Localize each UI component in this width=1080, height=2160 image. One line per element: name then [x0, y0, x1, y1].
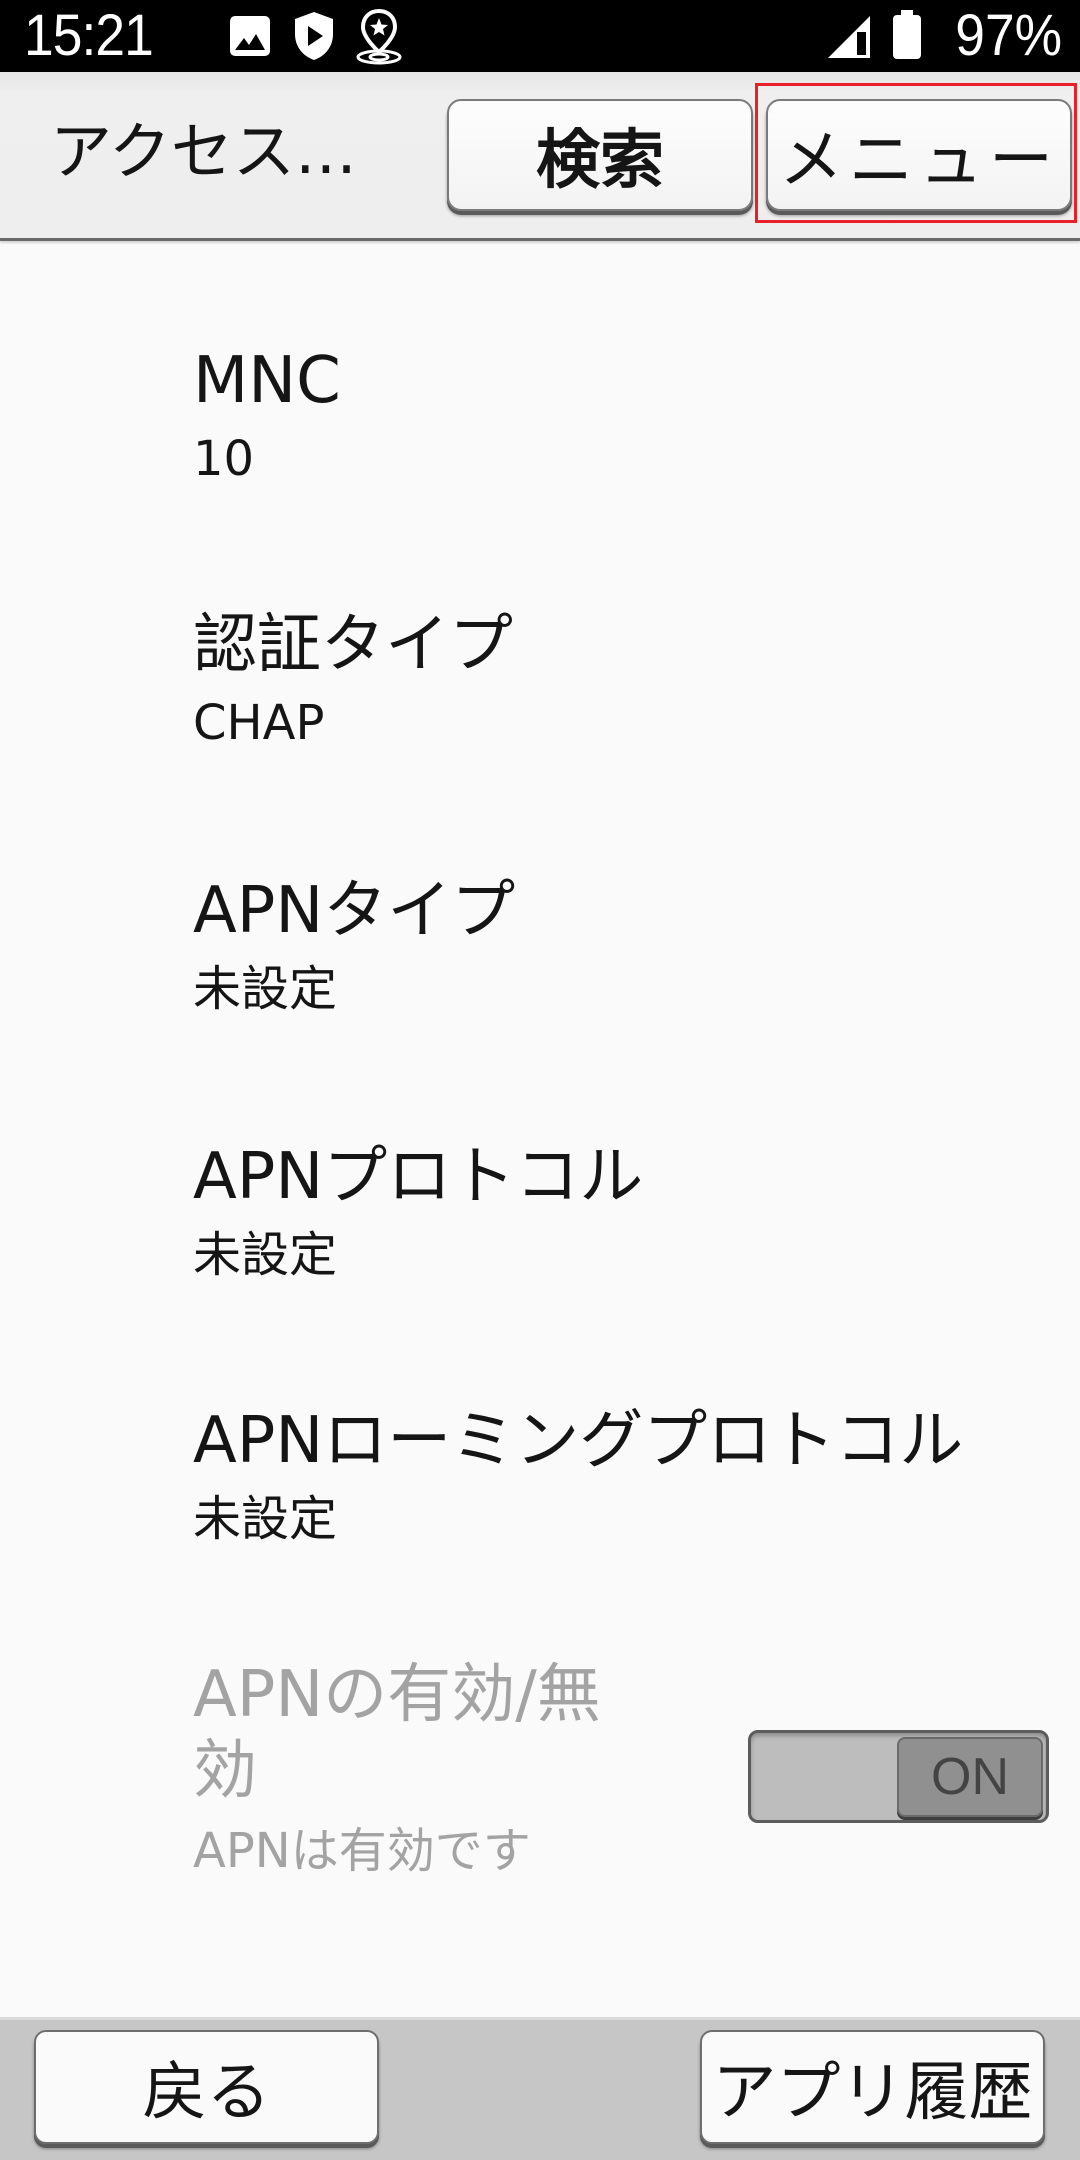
- item-summary: 未設定: [193, 1227, 338, 1283]
- item-title-line1: APNの有効/無: [193, 1658, 601, 1732]
- apn-settings-list[interactable]: MNC 10 認証タイプ CHAP APNタイプ 未設定 APNプロトコル 未設…: [0, 241, 1080, 2017]
- shield-play-icon: [295, 12, 333, 60]
- search-button[interactable]: 検索: [447, 99, 753, 211]
- page-title: アクセス…: [50, 115, 357, 188]
- battery-percent: 97%: [955, 3, 1062, 68]
- app-history-button[interactable]: アプリ履歴: [700, 2030, 1045, 2144]
- item-title: APNローミングプロトコル: [193, 1404, 964, 1478]
- item-title: 認証タイプ: [193, 608, 513, 682]
- list-item-mnc[interactable]: MNC 10: [0, 343, 1080, 607]
- status-time: 15:21: [24, 3, 154, 68]
- apn-enable-toggle[interactable]: ON: [748, 1730, 1049, 1823]
- list-item-apn-type[interactable]: APNタイプ 未設定: [0, 873, 1080, 1137]
- menu-button[interactable]: メニュー: [766, 99, 1072, 211]
- item-summary: CHAP: [193, 695, 325, 751]
- list-item-apn-protocol[interactable]: APNプロトコル 未設定: [0, 1139, 1080, 1403]
- cell-signal-icon: [828, 16, 870, 58]
- item-summary: 未設定: [193, 961, 338, 1017]
- status-bar: 15:21 97%: [0, 0, 1080, 72]
- gallery-icon: [230, 16, 270, 56]
- toggle-thumb: ON: [897, 1737, 1043, 1817]
- item-summary: 10: [193, 431, 255, 487]
- back-button[interactable]: 戻る: [34, 2030, 379, 2144]
- item-title-line2: 効: [193, 1734, 257, 1808]
- location-star-icon: [356, 8, 402, 65]
- bottom-bar: 戻る アプリ履歴: [0, 2017, 1080, 2160]
- item-title: APNプロトコル: [193, 1140, 644, 1214]
- item-summary: APNは有効です: [193, 1823, 531, 1879]
- action-bar: アクセス… 検索 メニュー: [0, 72, 1080, 241]
- battery-icon: [893, 10, 921, 59]
- list-item-apn-roaming-protocol[interactable]: APNローミングプロトコル 未設定: [0, 1403, 1080, 1667]
- item-title: MNC: [193, 344, 341, 418]
- item-title: APNタイプ: [193, 874, 516, 948]
- list-item-apn-enable: APNの有効/無 効 APNは有効です ON: [0, 1657, 1080, 1957]
- list-item-auth-type[interactable]: 認証タイプ CHAP: [0, 607, 1080, 871]
- item-summary: 未設定: [193, 1491, 338, 1547]
